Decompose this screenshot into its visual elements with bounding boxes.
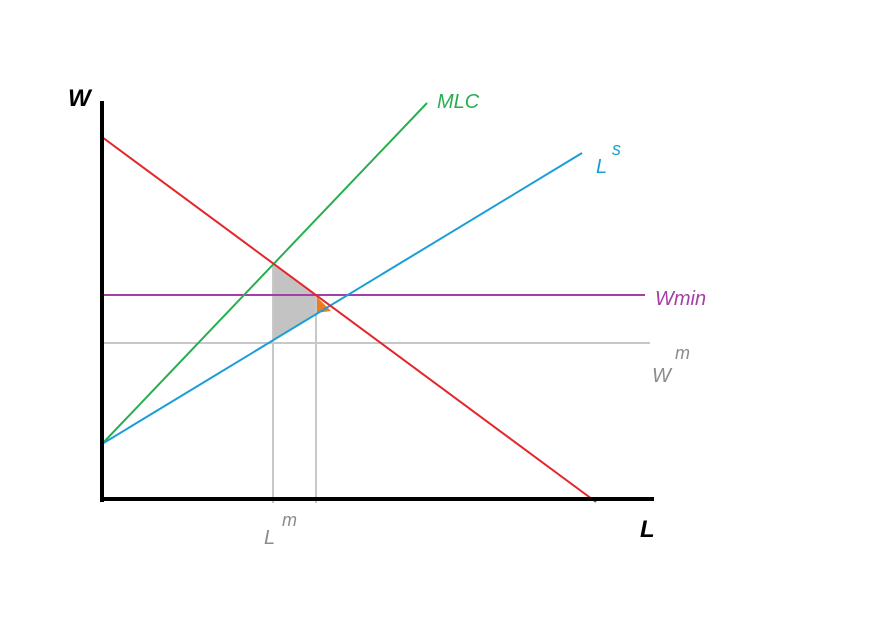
- ls-superscript: s: [612, 139, 621, 159]
- mlc-label: MLC: [437, 91, 480, 113]
- labor-demand-curve: [101, 136, 597, 503]
- y-axis-label: W: [68, 85, 93, 112]
- gray-shaded-area: [273, 263, 316, 341]
- x-axis-label: L: [640, 516, 655, 543]
- lm-superscript: m: [282, 510, 297, 530]
- wm-superscript: m: [675, 343, 690, 363]
- mlc-curve: [101, 102, 428, 445]
- labor-supply-curve: [101, 152, 583, 445]
- orange-shaded-area: [316, 296, 331, 313]
- ls-label: L: [596, 156, 607, 178]
- lm-label: L: [264, 527, 275, 549]
- wmin-label: Wmin: [655, 288, 706, 310]
- wm-label: W: [652, 365, 673, 387]
